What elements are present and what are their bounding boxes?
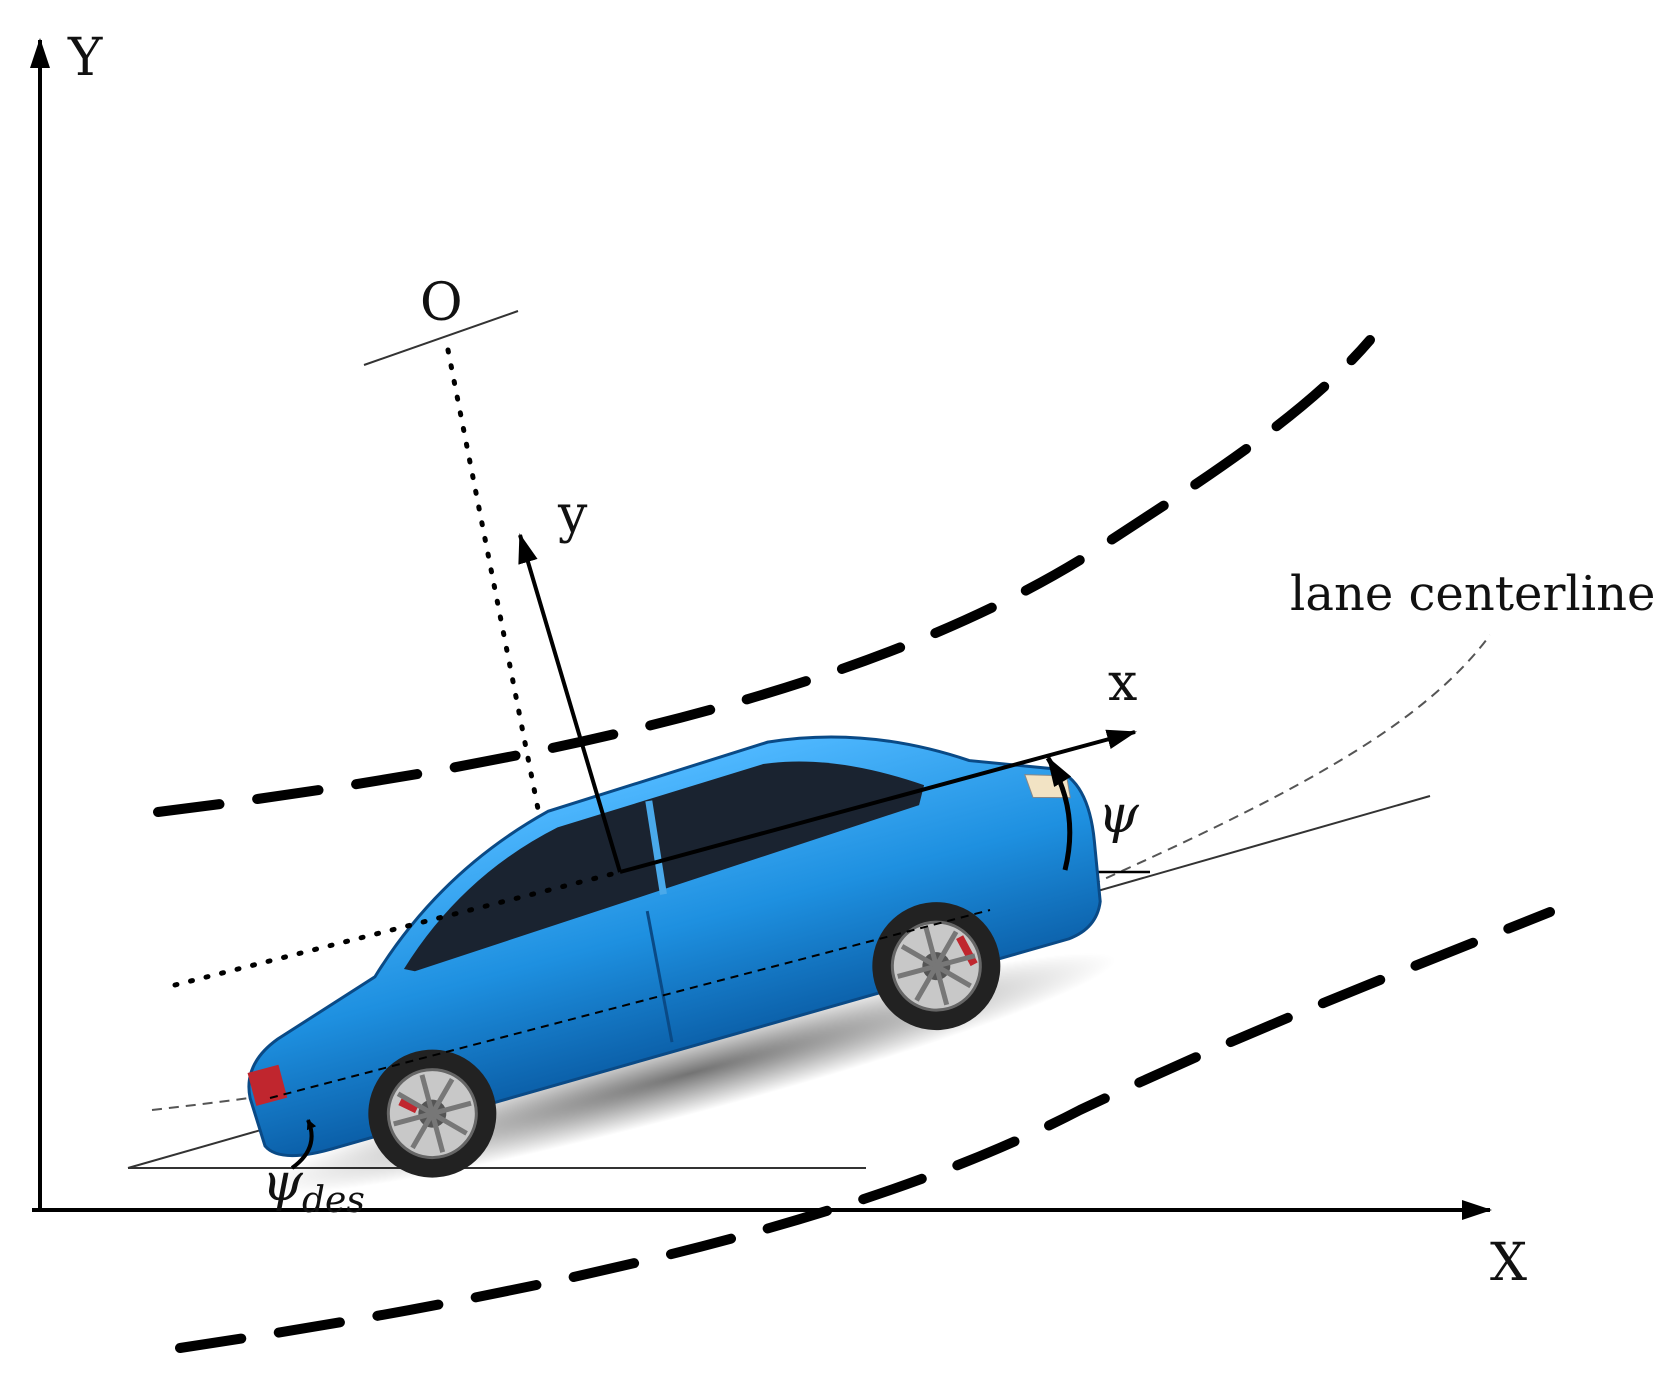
car-windows	[403, 761, 925, 972]
vehicle-y-axis-line	[518, 533, 622, 873]
vehicle-x-axis-label: x	[1108, 653, 1137, 713]
global-y-axis-label: Y	[67, 28, 103, 88]
vehicle-x-axis-line	[619, 729, 1137, 874]
vehicle-rear-dotted-line	[172, 869, 623, 988]
rear-wheel	[368, 1049, 497, 1178]
desired-yaw-subscript: des	[302, 1180, 365, 1221]
door-line	[645, 910, 674, 1043]
front-wheel	[872, 902, 1001, 1031]
yaw-angle-label: ψ	[1098, 785, 1140, 845]
origin-tick-line	[363, 310, 519, 366]
vehicle-y-axis-label: y	[557, 485, 588, 545]
global-x-axis-label: X	[1490, 1233, 1527, 1293]
lower-lane-boundary	[175, 907, 1555, 1353]
upper-lane-boundary	[153, 335, 1375, 817]
curvature-center: O	[363, 273, 551, 863]
radius-dotted-line	[445, 347, 551, 863]
yaw-angle-arc	[1045, 756, 1073, 871]
centerline-through-car	[269, 909, 991, 1099]
desired-yaw-arc	[290, 1119, 317, 1170]
lane-boundaries	[153, 335, 1555, 1353]
desired-yaw-angle: ψ des	[262, 1119, 365, 1221]
global-axes: Y X	[30, 28, 1527, 1293]
window-pillar	[645, 800, 667, 895]
desired-yaw-label: ψ	[262, 1153, 304, 1213]
origin-label: O	[420, 273, 463, 333]
car-body	[247, 735, 1102, 1158]
car-illustration	[247, 735, 1116, 1194]
vehicle-axes: y x	[518, 485, 1137, 874]
yaw-angle: ψ	[1045, 756, 1140, 871]
lane-centerline-label: lane centerline	[1290, 566, 1655, 622]
